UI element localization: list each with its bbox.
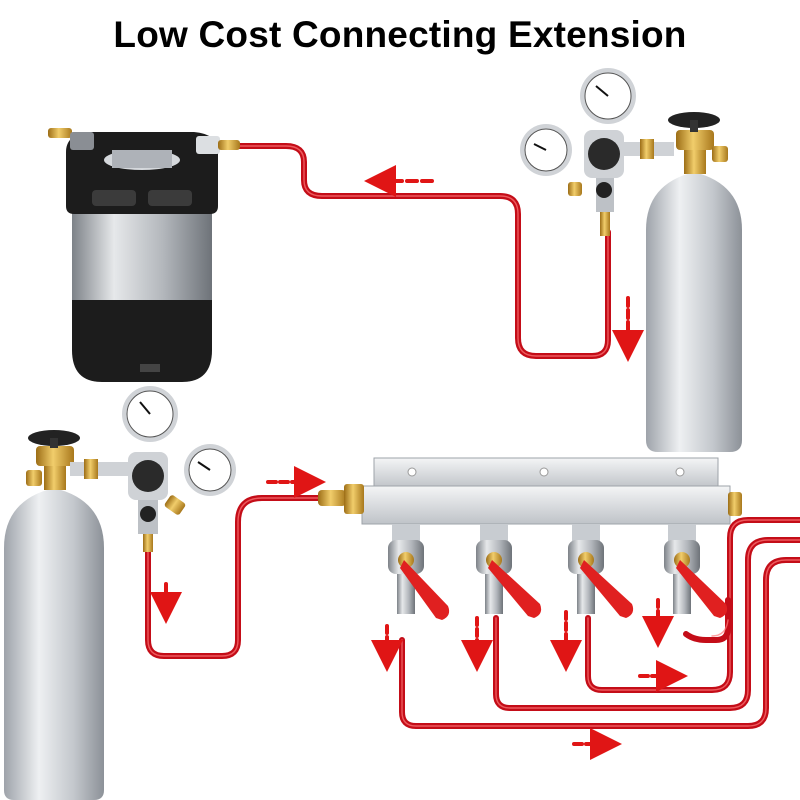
gas-tubes [145,143,800,729]
co2-cylinder-left [4,430,104,800]
tube-keg-to-regulator [235,143,611,359]
shutoff-valve-2 [476,524,542,618]
regulator-top [520,68,674,236]
co2-cylinder-right [646,112,742,452]
tube-valve-2 [493,537,800,711]
shutoff-valve-4 [664,524,728,618]
flow-arrows [150,165,688,760]
ball-lock-keg [48,128,240,382]
shutoff-valve-1 [388,524,450,620]
tube-valve-4-return [711,619,729,637]
shutoff-valve-3 [568,524,634,618]
gas-manifold [318,457,742,525]
tube-valve-4 [683,597,731,643]
page-title: Low Cost Connecting Extension [113,14,687,55]
tube-regulator-to-manifold [145,495,321,659]
regulator-bottom [70,386,236,552]
